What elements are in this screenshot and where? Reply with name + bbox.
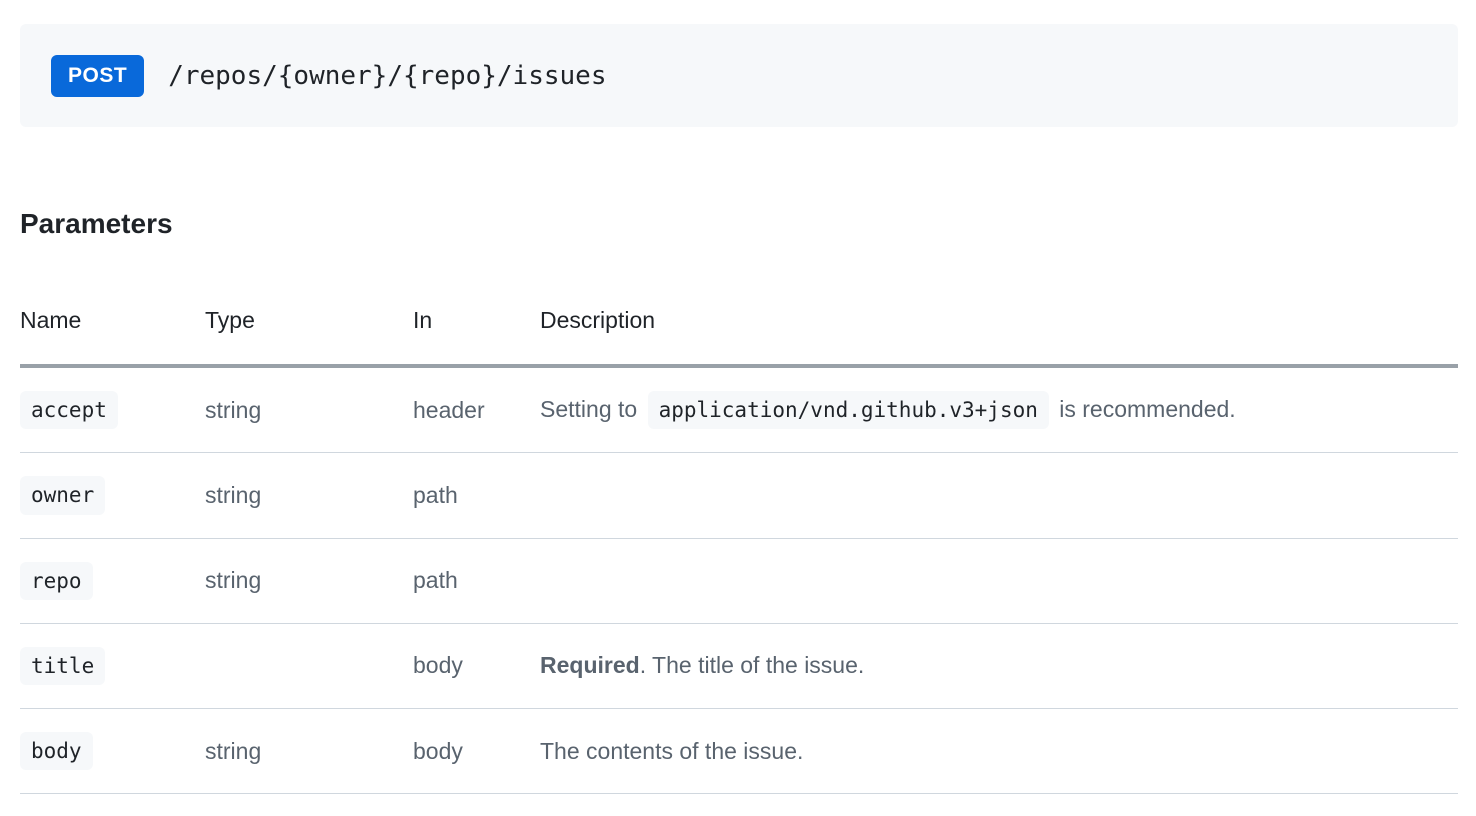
- param-description-cell: [540, 452, 1458, 539]
- param-in-cell: path: [413, 452, 540, 539]
- param-type-cell: string: [205, 708, 413, 795]
- description-required-label: Required: [540, 652, 640, 679]
- param-description-cell: The contents of the issue.: [540, 708, 1458, 795]
- param-description-cell: Required. The title of the issue.: [540, 623, 1458, 710]
- header-row: Name Type In Description: [20, 307, 1458, 368]
- content-container: POST /repos/{owner}/{repo}/issues Parame…: [0, 24, 1476, 795]
- endpoint-header: POST /repos/{owner}/{repo}/issues: [20, 24, 1458, 127]
- param-name-code: body: [20, 732, 93, 771]
- description-inline-code: application/vnd.github.v3+json: [647, 391, 1049, 430]
- param-type-cell: string: [205, 452, 413, 539]
- param-description-cell: Setting to application/vnd.github.v3+jso…: [540, 366, 1458, 454]
- description-text: . The title of the issue.: [639, 652, 865, 679]
- column-header-type: Type: [205, 307, 413, 368]
- column-header-description: Description: [540, 307, 1458, 368]
- column-header-in: In: [413, 307, 540, 368]
- param-name-cell: title: [20, 623, 205, 710]
- parameters-heading: Parameters: [20, 208, 173, 239]
- param-name-cell: repo: [20, 538, 205, 624]
- param-in-cell: body: [413, 708, 540, 795]
- endpoint-path: /repos/{owner}/{repo}/issues: [168, 60, 607, 91]
- description-text: is recommended.: [1052, 396, 1236, 422]
- param-type-cell: [205, 623, 413, 710]
- param-name-code: owner: [20, 476, 106, 515]
- column-header-name: Name: [20, 307, 205, 368]
- param-type-cell: string: [205, 366, 413, 454]
- param-in-cell: body: [413, 623, 540, 710]
- param-name-cell: owner: [20, 452, 205, 539]
- description-text: Setting to: [540, 396, 644, 422]
- param-in-cell: header: [413, 366, 540, 454]
- param-name-code: repo: [20, 561, 93, 600]
- description-text: The contents of the issue.: [540, 737, 804, 764]
- param-name-cell: accept: [20, 366, 205, 454]
- param-in-cell: path: [413, 538, 540, 624]
- parameters-table-head: Name Type In Description: [20, 307, 1458, 368]
- param-name-code: accept: [20, 391, 118, 430]
- param-type-cell: string: [205, 538, 413, 624]
- http-method-badge: POST: [51, 54, 145, 97]
- param-name-cell: body: [20, 708, 205, 795]
- param-name-code: title: [20, 646, 106, 685]
- param-description-cell: [540, 538, 1458, 624]
